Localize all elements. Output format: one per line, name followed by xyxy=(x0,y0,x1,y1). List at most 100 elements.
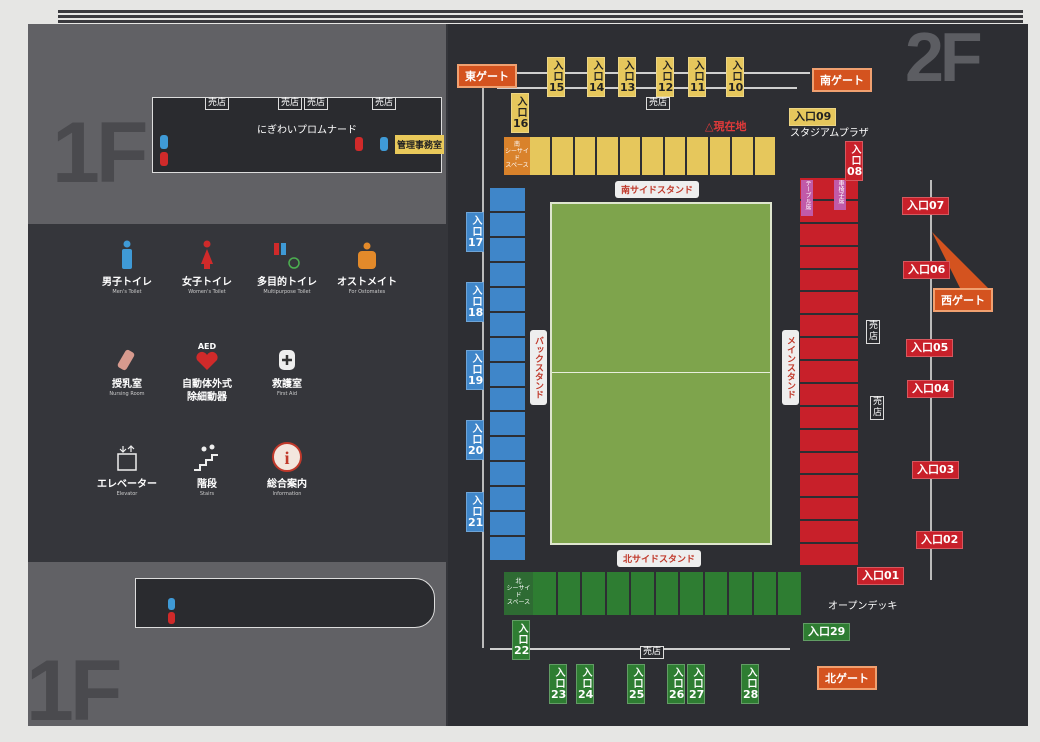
floor-label-2f: 2F xyxy=(905,18,983,96)
seat-block xyxy=(574,137,596,175)
seat-block xyxy=(490,237,525,261)
seat-block xyxy=(729,572,752,615)
seat-block xyxy=(800,544,858,565)
entrance-01[interactable]: 入口01 xyxy=(857,567,905,585)
seat-block xyxy=(800,383,858,405)
east-gate[interactable]: 東ゲート xyxy=(457,64,517,88)
shop-label: 売店 xyxy=(205,97,230,110)
multipurpose-toilet-icon xyxy=(274,243,300,269)
pitch xyxy=(550,202,772,545)
entrance-09[interactable]: 入口09 xyxy=(789,108,837,126)
wheelchair-seats: 車椅子席 xyxy=(834,180,846,210)
shop-label: 売店 xyxy=(866,320,880,344)
seat-block xyxy=(606,572,630,615)
seat-block xyxy=(800,498,858,520)
first-aid-hand-icon xyxy=(279,350,295,370)
back-stand xyxy=(490,188,525,561)
entrance-05[interactable]: 入口05 xyxy=(906,339,954,357)
entrance-07[interactable]: 入口07 xyxy=(902,197,950,215)
seat-block xyxy=(631,572,654,615)
seat-block xyxy=(490,387,525,411)
seat-block xyxy=(490,287,525,311)
back-stand-label: バックスタンド xyxy=(530,330,547,405)
table-seats: テーブル席 xyxy=(801,180,813,216)
womens-toilet-icon xyxy=(355,137,363,151)
floor-label-1f-lower: 1F xyxy=(26,643,122,739)
seat-block xyxy=(754,137,775,175)
mens-toilet-icon xyxy=(168,598,175,610)
north-side-stand xyxy=(533,572,802,615)
entrance-29[interactable]: 入口29 xyxy=(803,623,851,641)
seat-block xyxy=(778,572,802,615)
south-side-stand xyxy=(530,137,775,175)
seat-block xyxy=(680,572,703,615)
seat-block xyxy=(800,361,858,382)
management-office: 管理事務室 xyxy=(395,135,445,154)
west-gate-pointer xyxy=(932,232,988,288)
seat-block xyxy=(800,269,858,291)
seat-block xyxy=(619,137,641,175)
concourse-line xyxy=(480,72,810,74)
shop-label: 売店 xyxy=(870,396,884,420)
seat-block xyxy=(704,572,728,615)
west-gate[interactable]: 西ゲート xyxy=(933,288,993,312)
ostomate-icon xyxy=(358,242,376,269)
seat-block xyxy=(800,223,858,245)
seat-block xyxy=(490,312,525,336)
promenade-label: にぎわいプロムナード xyxy=(257,125,357,136)
seat-block xyxy=(490,212,525,236)
entrance-04[interactable]: 入口04 xyxy=(907,380,955,398)
seat-block xyxy=(533,572,556,615)
concourse-line xyxy=(497,87,797,89)
main-stand xyxy=(800,178,858,565)
seat-block xyxy=(800,338,858,359)
seat-block xyxy=(709,137,731,175)
mens-toilet-icon xyxy=(160,135,168,149)
baby-bottle-icon xyxy=(117,349,135,371)
womens-toilet-icon xyxy=(201,240,213,269)
entrance-03[interactable]: 入口03 xyxy=(912,461,960,479)
seat-block xyxy=(490,462,525,486)
entrance-06[interactable]: 入口06 xyxy=(903,261,951,279)
seat-block xyxy=(800,292,858,314)
entrance-02[interactable]: 入口02 xyxy=(916,531,964,549)
seat-block xyxy=(597,137,618,175)
svg-text:i: i xyxy=(284,448,289,468)
seat-block xyxy=(582,572,605,615)
south-gate[interactable]: 南ゲート xyxy=(812,68,872,92)
north-gate[interactable]: 北ゲート xyxy=(817,666,877,690)
seat-block xyxy=(800,406,858,428)
mens-toilet-icon xyxy=(122,240,132,269)
seat-block xyxy=(732,137,753,175)
seat-block xyxy=(687,137,708,175)
seat-block xyxy=(753,572,777,615)
seat-block xyxy=(490,487,525,511)
seat-block xyxy=(490,512,525,536)
